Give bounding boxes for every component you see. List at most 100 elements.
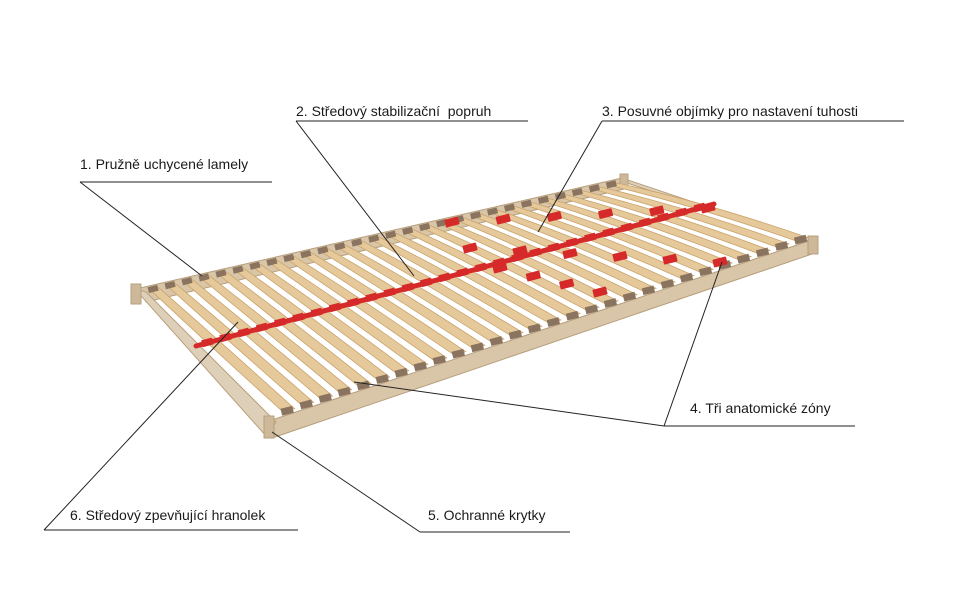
sliding-sleeve: [562, 248, 578, 259]
slat-cap: [436, 218, 448, 228]
strap-clip: [438, 272, 451, 283]
strap-clip: [602, 227, 615, 238]
slat: [234, 267, 391, 381]
protective-cap: [299, 399, 313, 410]
slat: [488, 209, 677, 286]
strap-clip: [565, 237, 579, 248]
strap-clip: [584, 232, 597, 243]
sliding-sleeve: [492, 262, 508, 274]
slat: [318, 248, 486, 350]
slat: [301, 252, 467, 356]
leader-line: [663, 261, 723, 427]
sliding-sleeve: [559, 278, 575, 290]
strap-clip: [219, 332, 232, 343]
slat-cap: [283, 253, 295, 263]
slat-cap: [181, 277, 193, 286]
slat: [539, 198, 734, 267]
strap-clip: [675, 207, 688, 218]
strap-clip: [474, 262, 488, 273]
sliding-sleeve: [592, 286, 608, 298]
protective-cap: [318, 393, 332, 403]
sliding-sleeve: [546, 211, 562, 222]
sliding-sleeve: [598, 208, 614, 219]
strap-clip: [401, 282, 415, 293]
strap-clip: [456, 267, 469, 278]
center-strap: [193, 201, 717, 349]
slat: [251, 263, 410, 375]
strap-clip: [255, 322, 269, 333]
protective-cap: [375, 374, 389, 384]
sliding-sleeve: [512, 245, 528, 257]
label-flexible-slats: 1. Pružně uchycené lamely: [80, 156, 249, 172]
slat-cap: [605, 180, 617, 189]
slat: [454, 217, 638, 299]
label-center-reinforcing-beam: 6. Středový zpevňující hranolek: [70, 507, 266, 523]
protective-cap: [546, 317, 561, 327]
sliding-sleeve: [649, 205, 665, 217]
slat: [200, 275, 353, 394]
slat-cap: [419, 222, 431, 232]
slat: [369, 236, 543, 331]
protective-cap: [755, 247, 770, 258]
protective-cap: [432, 355, 446, 365]
protective-cap: [622, 291, 637, 302]
slat-cap: [385, 230, 397, 239]
label-three-anatomic-zones: 4. Tři anatomické zóny: [690, 400, 831, 416]
head-end-rail: [132, 286, 277, 437]
protective-cap: [489, 336, 503, 346]
sliding-sleeve: [495, 213, 511, 225]
strap-clip: [328, 302, 342, 313]
strap-clip: [201, 337, 214, 348]
protective-cap: [280, 405, 294, 416]
strap-clip: [292, 312, 305, 323]
leader-line: [537, 120, 603, 233]
leader-line: [79, 181, 203, 277]
sliding-sleeve: [662, 253, 678, 265]
slat-cap: [317, 246, 329, 255]
leader-line: [271, 431, 421, 533]
slat: [217, 271, 372, 388]
sliding-sleeve: [700, 202, 716, 214]
sliding-sleeve: [612, 251, 628, 262]
protective-cap: [698, 266, 713, 277]
protective-cap: [508, 329, 523, 340]
slat: [284, 256, 448, 362]
slat-cap: [334, 242, 346, 251]
protective-cap: [736, 253, 751, 264]
protective-cap: [603, 298, 618, 308]
protective-cap: [793, 234, 808, 245]
slat: [386, 232, 562, 324]
leader-lines: [43, 120, 904, 533]
sliding-sleeve: [712, 256, 728, 268]
slat-cap: [469, 211, 482, 220]
protective-cap: [527, 323, 542, 334]
slat-cap: [402, 226, 414, 235]
sliding-sleeve: [462, 242, 478, 254]
slat-cap: [486, 207, 499, 216]
strap-clip: [383, 287, 396, 298]
label-sliding-sleeves: 3. Posuvné objímky pro nastavení tuhosti: [602, 103, 859, 119]
leader-line: [295, 120, 415, 277]
slat: [149, 287, 296, 413]
label-protective-caps: 5. Ochranné krytky: [428, 507, 546, 523]
slat-cap: [300, 249, 312, 259]
protective-cap: [394, 367, 408, 378]
leader-line: [353, 381, 665, 427]
slat-cap: [266, 257, 278, 266]
slat-cap: [368, 234, 380, 243]
slat: [166, 283, 315, 407]
protective-cap: [565, 310, 580, 321]
protective-cap: [660, 279, 675, 289]
slat: [352, 240, 524, 337]
strap-clip: [547, 242, 561, 253]
protective-cap: [679, 272, 694, 283]
slat-cap: [147, 284, 159, 294]
slat: [591, 186, 791, 248]
slat: [522, 201, 715, 274]
corner-block: [263, 415, 275, 439]
slat: [403, 229, 581, 318]
slat-cap: [571, 187, 583, 197]
slat-cap: [351, 238, 363, 247]
